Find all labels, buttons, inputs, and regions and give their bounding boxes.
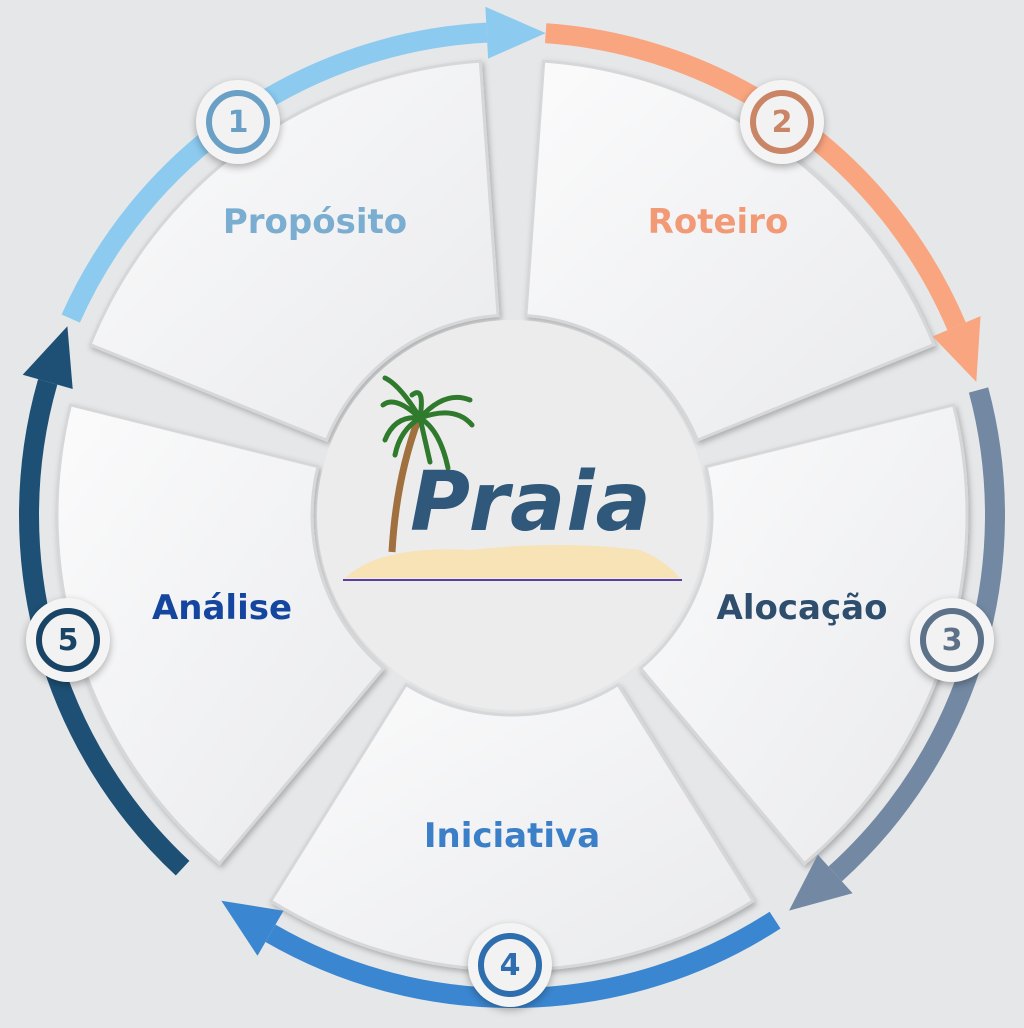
step-label-5: Análise bbox=[151, 588, 293, 628]
step-number: 2 bbox=[750, 90, 814, 154]
palm-tree-icon bbox=[380, 375, 475, 553]
step-label-2: Roteiro bbox=[647, 202, 789, 242]
step-number-badge-1: 1 bbox=[196, 80, 280, 164]
step-panel-4 bbox=[268, 682, 756, 972]
step-number: 4 bbox=[478, 933, 542, 997]
step-panel-2 bbox=[524, 59, 936, 443]
step-panel-5 bbox=[55, 403, 386, 866]
step-number: 3 bbox=[920, 608, 984, 672]
sand-island-icon bbox=[345, 545, 680, 578]
step-label-1: Propósito bbox=[222, 202, 408, 242]
arrow-head-icon bbox=[22, 326, 73, 390]
arrow-head-icon bbox=[485, 6, 546, 59]
step-label-3: Alocação bbox=[716, 588, 888, 628]
step-label-4: Iniciativa bbox=[423, 816, 601, 856]
step-number: 1 bbox=[206, 90, 270, 154]
step-number-badge-5: 5 bbox=[26, 598, 110, 682]
step-number-badge-4: 4 bbox=[468, 923, 552, 1007]
step-number-badge-2: 2 bbox=[740, 80, 824, 164]
arrow-head-icon bbox=[221, 900, 284, 956]
logo-text: Praia bbox=[410, 455, 652, 550]
step-number: 5 bbox=[36, 608, 100, 672]
arrow-head-icon bbox=[932, 316, 981, 382]
step-panel-3 bbox=[638, 403, 969, 866]
step-panel-1 bbox=[88, 59, 500, 443]
step-number-badge-3: 3 bbox=[910, 598, 994, 682]
arrow-head-icon bbox=[789, 854, 853, 911]
